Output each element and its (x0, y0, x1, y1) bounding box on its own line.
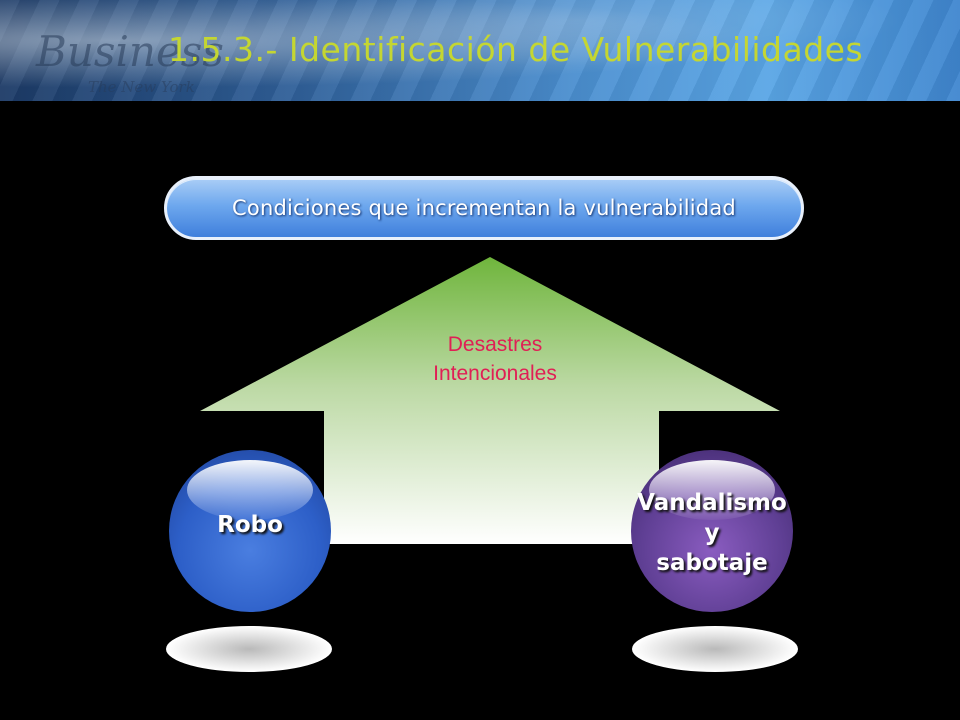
vandalismo-sphere: Vandalismo y sabotaje (631, 450, 793, 612)
vandalismo-label: Vandalismo y sabotaje (631, 488, 793, 578)
arrow-label-line2: Intencionales (433, 362, 557, 385)
title-banner: Business The New York 1.5.3.- Identifica… (0, 0, 960, 101)
robo-label-line1: Robo (217, 512, 283, 538)
vandalismo-label-line1: Vandalismo (637, 490, 787, 516)
robo-sphere-gloss (187, 460, 313, 520)
vandalismo-pedestal (632, 626, 798, 672)
robo-label: Robo (169, 510, 331, 540)
banner-background-image (0, 0, 960, 101)
svg-text:The New York: The New York (88, 78, 195, 96)
arrow-label-line1: Desastres (447, 333, 543, 356)
robo-sphere: Robo (169, 450, 331, 612)
vandalismo-label-line3: sabotaje (656, 550, 768, 576)
arrow-label: Desastres Intencionales (380, 330, 610, 388)
svg-text:Business: Business (35, 27, 224, 76)
conditions-header-box: Condiciones que incrementan la vulnerabi… (164, 176, 804, 240)
vandalismo-sphere-gloss (649, 460, 775, 520)
vandalismo-label-line2: y (704, 520, 720, 546)
conditions-header-label: Condiciones que incrementan la vulnerabi… (232, 196, 736, 220)
business-newspaper-watermark: Business The New York (35, 27, 224, 96)
robo-pedestal (166, 626, 332, 672)
slide-title: 1.5.3.- Identificación de Vulnerabilidad… (168, 30, 864, 69)
